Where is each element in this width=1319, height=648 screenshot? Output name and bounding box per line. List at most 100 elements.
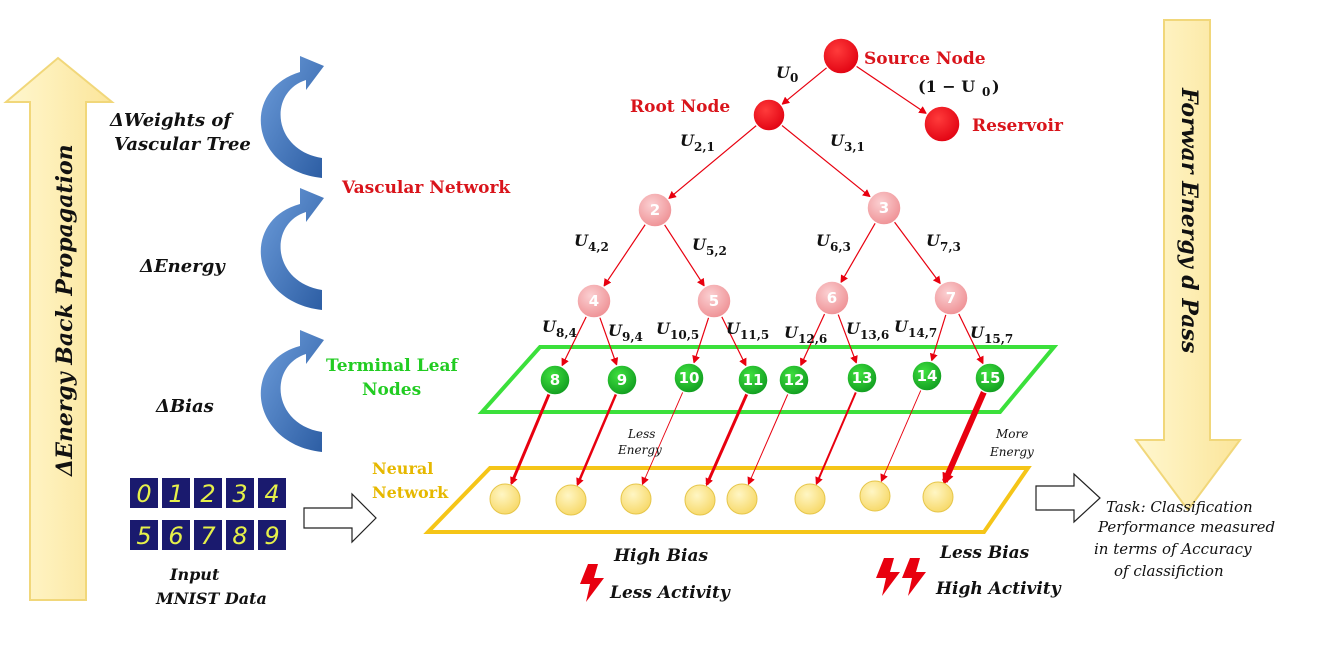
tree-node-2-number: 2 [650,201,660,219]
edge-3-1 [781,124,871,198]
neuron-6 [794,483,826,515]
terminal-leaf-label-2: Nodes [362,380,421,400]
back-propagation-label: ΔEnergy Back Propagation [52,144,78,477]
tree-node-4: 4 [576,283,612,319]
weight-main: U [784,323,799,342]
terminal-leaf-box [477,345,1059,414]
tree-node-6: 6 [814,280,850,316]
u0-main: U [776,63,791,82]
mnist-digit: 5 [136,522,151,550]
weight-sub: 13,6 [860,328,889,342]
weight-main: U [680,131,695,150]
reservoir-label: Reservoir [972,116,1064,136]
input-arrow [303,492,377,544]
less-activity-label: Less Activity [609,583,731,603]
leaf-node-12: 12 [778,364,810,396]
delta-weights-label-2: Vascular Tree [114,134,251,155]
leaf-node-8: 8 [539,364,571,396]
weight-sub: 12,6 [798,332,827,346]
weight-main: U [926,231,941,250]
delta-bias-label: ΔBias [155,396,214,417]
leaf-node-14-number: 14 [917,367,938,385]
edge-2-1 [668,124,758,200]
weight-sub: 10,5 [670,328,699,342]
edge-7-3 [893,221,941,285]
mnist-digit: 9 [264,522,279,550]
mnist-digit: 7 [200,522,216,550]
weight-main: U [970,323,985,342]
weight-main: U [726,319,741,338]
energy-flow-9 [576,393,618,487]
weight-sub: 11,5 [740,328,769,342]
edge-9-4 [599,316,619,366]
task-label-1: Task: Classification [1106,498,1253,516]
root-node [752,98,786,132]
weight-sub: 6,3 [830,240,851,254]
leaf-node-10: 10 [673,362,705,394]
mnist-digit: 2 [200,480,215,508]
weight-sub: 4,2 [588,240,609,254]
tree-node-3-number: 3 [879,199,889,217]
edge-14-7 [929,314,947,362]
weight-sub: 2,1 [694,140,715,154]
neuron-3 [620,483,652,515]
mnist-tile-8: 8 [226,520,254,550]
neuron-1 [489,483,521,515]
one-minus-u0-close: ) [992,77,1000,96]
weight-sub: 8,4 [556,326,577,340]
weight-main: U [816,231,831,250]
vascular-network-label: Vascular Network [341,178,511,198]
edge-15-7 [957,313,984,365]
less-energy-label-2: Energy [617,443,662,457]
weight-sub: 5,2 [706,244,727,258]
neuron-2 [555,484,587,516]
mnist-tile-6: 6 [162,520,190,550]
neuron-8 [922,481,954,513]
energy-flow-15 [942,390,987,486]
tree-node-3: 3 [866,190,902,226]
task-label-4: of classifiction [1114,562,1224,580]
energy-flow-10 [641,391,684,486]
edge-13-6 [837,313,858,364]
leaf-node-9: 9 [606,364,638,396]
task-label-2: Performance measured [1097,518,1275,536]
neuron-4 [684,484,716,516]
mnist-tile-0: 0 [130,478,158,508]
energy-flow-14 [880,389,922,483]
lightning-icon-low [580,564,604,602]
high-bias-label: High Bias [613,546,709,566]
less-energy-label-1: Less [627,427,655,441]
curved-arrow-bias [260,330,324,452]
mnist-tile-1: 1 [162,478,190,508]
neuron-5 [726,483,758,515]
one-minus-u0-sub: 0 [982,85,990,99]
mnist-digit: 8 [232,522,247,550]
one-minus-u0-main: (1 − U [918,77,975,96]
energy-flow-8 [510,393,551,486]
back-propagation-arrow: ΔEnergy Back Propagation [3,56,115,601]
edge-11-5 [720,315,747,367]
leaf-node-10-number: 10 [679,369,700,387]
tree-node-7-number: 7 [946,289,956,307]
root-node-label: Root Node [630,97,730,117]
weight-main: U [542,317,557,336]
weight-main: U [608,321,623,340]
weight-main: U [830,131,845,150]
lightning-icon-high [876,558,926,596]
input-label-2: MNIST Data [155,589,267,608]
forward-pass-label: Forwar Energy d Pass [1176,87,1202,353]
tree-node-5-number: 5 [709,292,719,310]
energy-flow-13 [815,391,857,486]
leaf-node-8-number: 8 [550,371,560,389]
